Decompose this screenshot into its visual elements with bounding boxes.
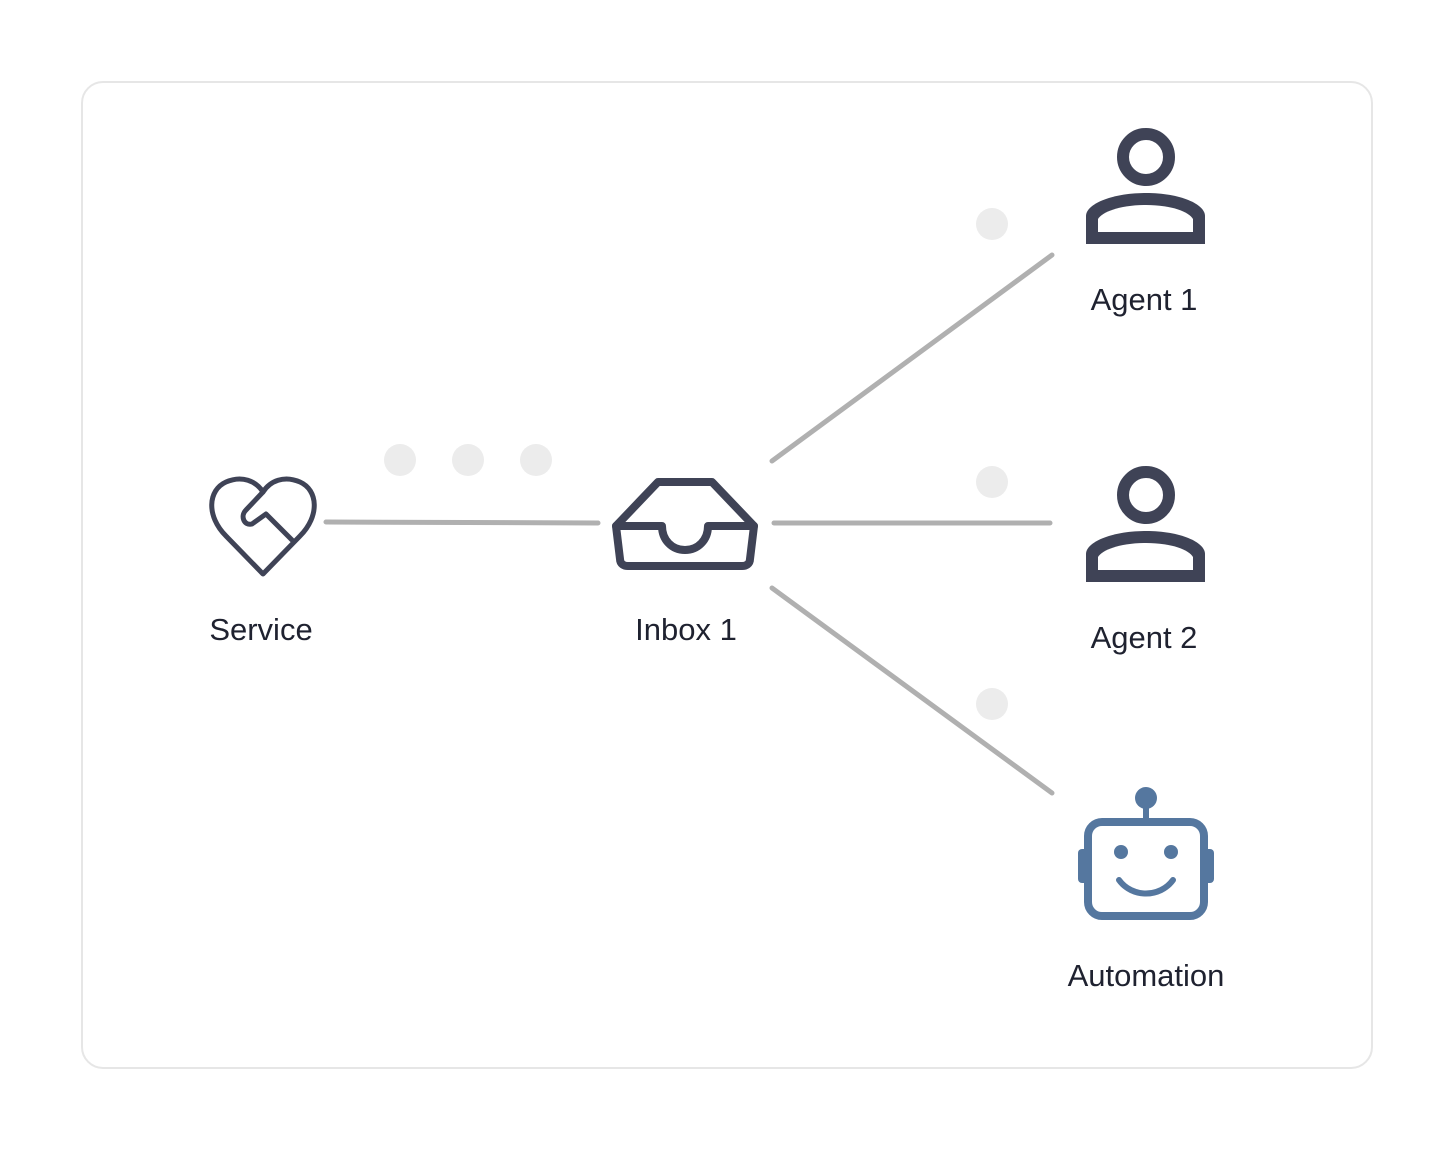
node-label-agent2: Agent 2: [1090, 620, 1198, 655]
node-label-agent1: Agent 1: [1090, 282, 1198, 317]
edge-inbox-automation: [769, 585, 1055, 796]
robot-icon: [1078, 787, 1214, 920]
node-label-inbox: Inbox 1: [635, 612, 737, 647]
inbox-tray-icon: [612, 478, 758, 570]
message-dot: [976, 688, 1008, 720]
node-label-service: Service: [209, 612, 313, 647]
heart-handshake-icon: [209, 476, 317, 577]
message-dot: [976, 466, 1008, 498]
node-label-automation: Automation: [1067, 958, 1225, 993]
user-icon: [1086, 128, 1205, 244]
message-dot: [520, 444, 552, 476]
user-icon: [1086, 466, 1205, 582]
message-dot: [384, 444, 416, 476]
message-dot: [976, 208, 1008, 240]
edge-inbox-agent1: [769, 252, 1055, 464]
edge-service-inbox: [323, 519, 601, 526]
message-dot: [452, 444, 484, 476]
